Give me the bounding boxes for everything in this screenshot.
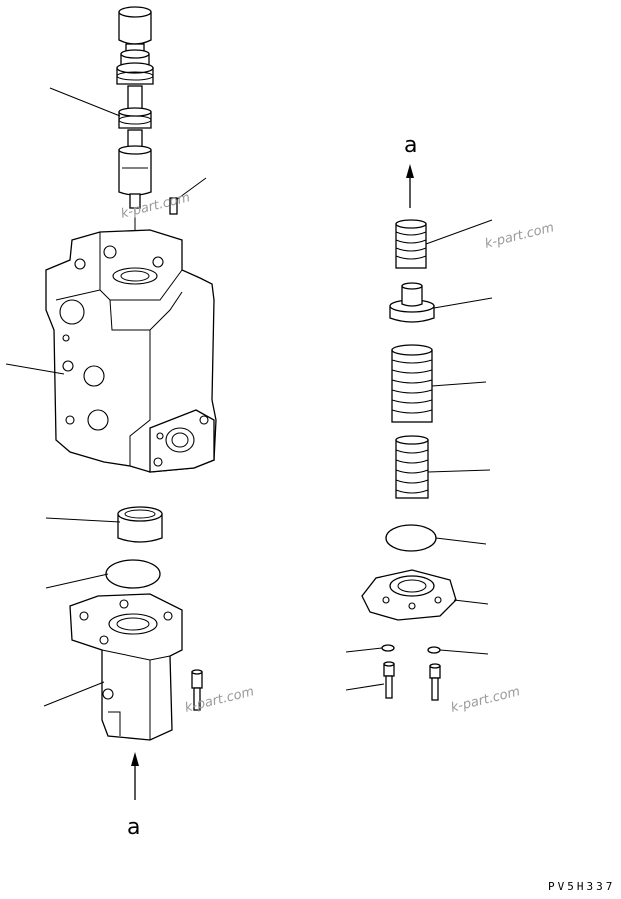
washer-right	[427, 646, 441, 654]
leader-line-bolt-right	[345, 683, 385, 691]
arrow-label-top: a	[404, 133, 417, 158]
arrow-label-bottom: a	[127, 815, 140, 840]
watermark-2: k-part.com	[483, 220, 555, 252]
inner-spring	[395, 435, 429, 499]
spring-seat	[389, 282, 435, 323]
leader-line-cover	[43, 681, 105, 707]
sleeve	[117, 506, 163, 543]
leader-line-pin	[175, 177, 207, 201]
bolt-left	[191, 669, 203, 711]
bolt-right-2	[429, 663, 441, 701]
leader-line-large-spring	[431, 381, 487, 387]
leader-line-body	[5, 363, 65, 375]
leader-line-spool	[49, 87, 121, 117]
small-spring	[395, 219, 427, 269]
end-cover	[69, 593, 183, 741]
o-ring-right	[385, 524, 437, 552]
leader-line-small-spring	[425, 219, 493, 245]
leader-line-o-ring-right	[435, 537, 487, 545]
leader-line-washer-left	[345, 647, 383, 653]
spool-assembly	[116, 6, 178, 215]
flange-cap	[361, 569, 457, 621]
bolt-right-1	[383, 661, 395, 699]
o-ring-left	[105, 559, 161, 589]
large-spring	[391, 344, 433, 423]
valve-body	[45, 229, 217, 473]
leader-line-flange-cap	[453, 599, 489, 605]
leader-line-inner-spring	[427, 469, 491, 473]
washer-left	[381, 644, 395, 652]
watermark-4: k-part.com	[449, 684, 521, 716]
leader-line-washer-right	[439, 649, 489, 655]
drawing-code: PV5H337	[548, 880, 615, 893]
leader-line-sleeve	[45, 517, 121, 523]
arrow-a-top: a	[404, 133, 417, 208]
arrow-a-bottom: a	[127, 752, 140, 840]
leader-line-o-ring-left	[45, 573, 109, 589]
leader-line-spring-seat	[433, 297, 493, 309]
